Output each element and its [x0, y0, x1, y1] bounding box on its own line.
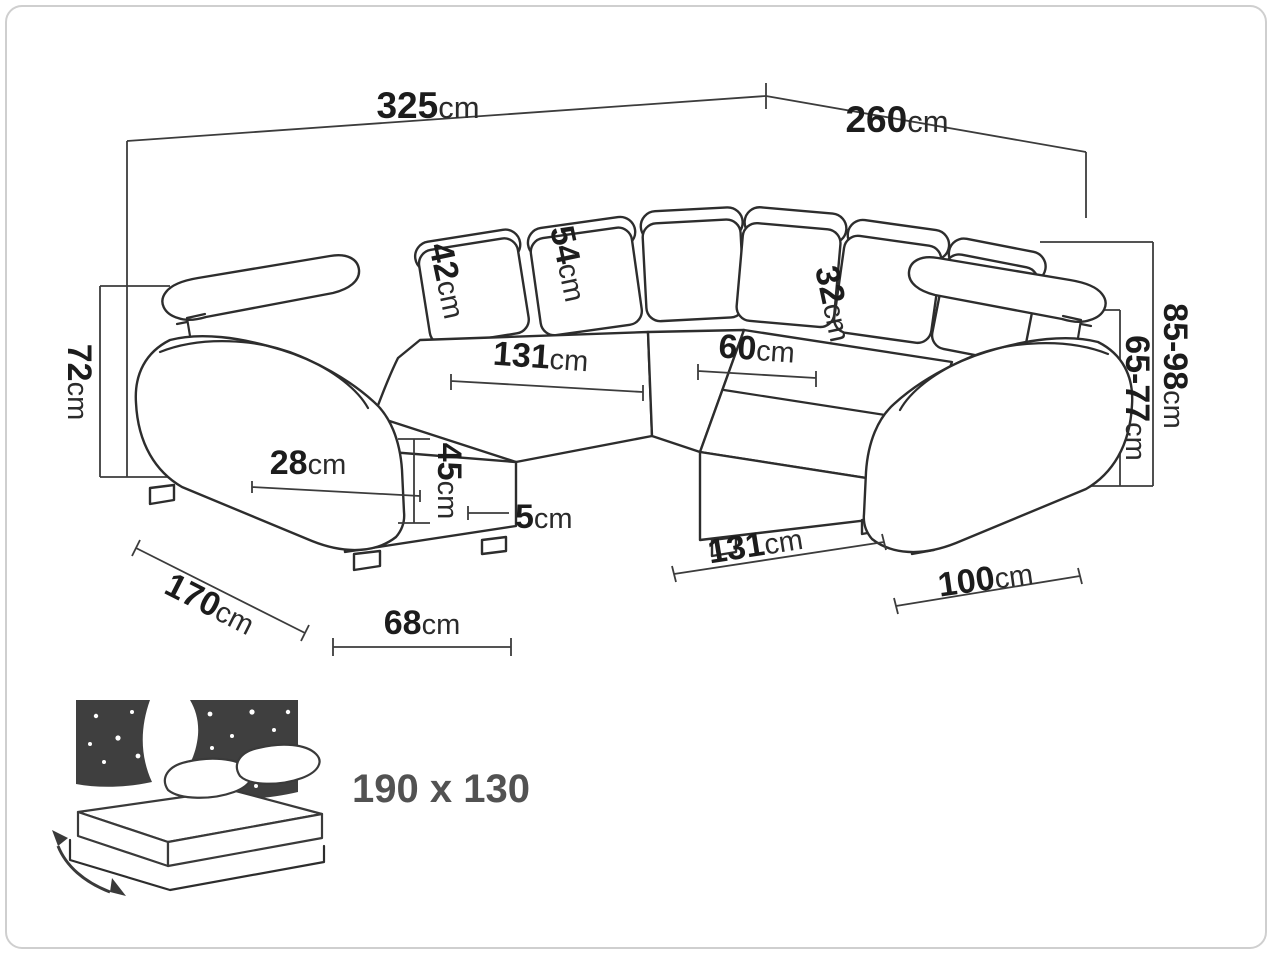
right-armrest-crease	[898, 342, 1110, 412]
inner-dimension-lines	[131, 364, 1083, 656]
overall-depth-line	[765, 95, 1087, 153]
dim-backrest-height: 65-77cm	[1118, 335, 1156, 461]
unfold-arrow-head-top	[52, 830, 68, 846]
dim-headrest-right: 32cm	[807, 262, 860, 345]
chaise-side-line	[131, 539, 310, 642]
pillow-right	[235, 743, 321, 785]
page-border	[5, 5, 1267, 949]
dim-headrest-middle: 54cm	[542, 222, 595, 305]
sleeping-function: 190 x 130	[52, 700, 530, 896]
dim-leg-height: 5cm	[515, 498, 573, 536]
dim-corner-seat-depth: 60cm	[717, 327, 796, 370]
dim-seat-right-width: 131cm	[705, 519, 805, 571]
left-armrest-leg	[148, 483, 176, 506]
dim-headrest-left: 42cm	[421, 239, 474, 322]
seat-left-width-line	[450, 374, 644, 401]
unfold-arrow-head-bottom	[110, 878, 126, 896]
right-arm-width-line	[893, 567, 1083, 615]
leg-height-line	[467, 506, 509, 520]
right-headrest-bracket	[1061, 314, 1093, 340]
bed-base	[68, 838, 326, 892]
seat-right-width-line	[671, 533, 887, 583]
mattress-right-face	[166, 812, 324, 868]
dim-chaise-front-width: 68cm	[384, 604, 461, 642]
night-sky-left-shape	[76, 700, 152, 787]
right-leg-left	[710, 535, 738, 558]
dim-right-arm-width: 100cm	[936, 554, 1036, 605]
dim-seat-left-width: 131cm	[492, 335, 590, 380]
corner-seat-depth-line	[697, 364, 817, 387]
overall-width-line	[126, 95, 767, 142]
dim-cushion-height: 28cm	[270, 444, 347, 482]
back-cushion-4	[735, 221, 842, 329]
dim-seat-height: 45cm	[430, 443, 468, 520]
dim-height-with-headrest: 85-98cm	[1156, 303, 1194, 429]
right-armrest-pillow	[907, 256, 1107, 323]
left-armrest-pillow	[161, 254, 361, 321]
dim-overall-width: 325cm	[376, 85, 479, 126]
seat-height-line	[398, 438, 430, 524]
back-cushion-2	[529, 226, 644, 337]
back-cushion-3	[641, 218, 746, 323]
left-headrest-bracket	[175, 312, 207, 338]
chaise-front-width-line	[332, 638, 512, 656]
sleeping-area-size: 190 x 130	[352, 767, 530, 811]
dimension-labels: 325cm 260cm 72cm 42cm 54cm 32cm 131cm 60…	[60, 85, 1194, 642]
right-armrest	[862, 256, 1134, 554]
dim-left-back-height: 72cm	[60, 344, 98, 421]
chaise-leg-left	[352, 549, 382, 572]
left-armrest-crease	[158, 340, 370, 410]
cushion-height-line	[251, 481, 421, 502]
unfold-arrow-curve	[56, 845, 111, 894]
dim-overall-depth: 260cm	[845, 99, 948, 140]
left-armrest	[134, 254, 406, 552]
fold-out-bed-icon	[52, 700, 326, 896]
chaise-leg-right	[480, 535, 508, 556]
sofa-illustration	[134, 206, 1134, 572]
